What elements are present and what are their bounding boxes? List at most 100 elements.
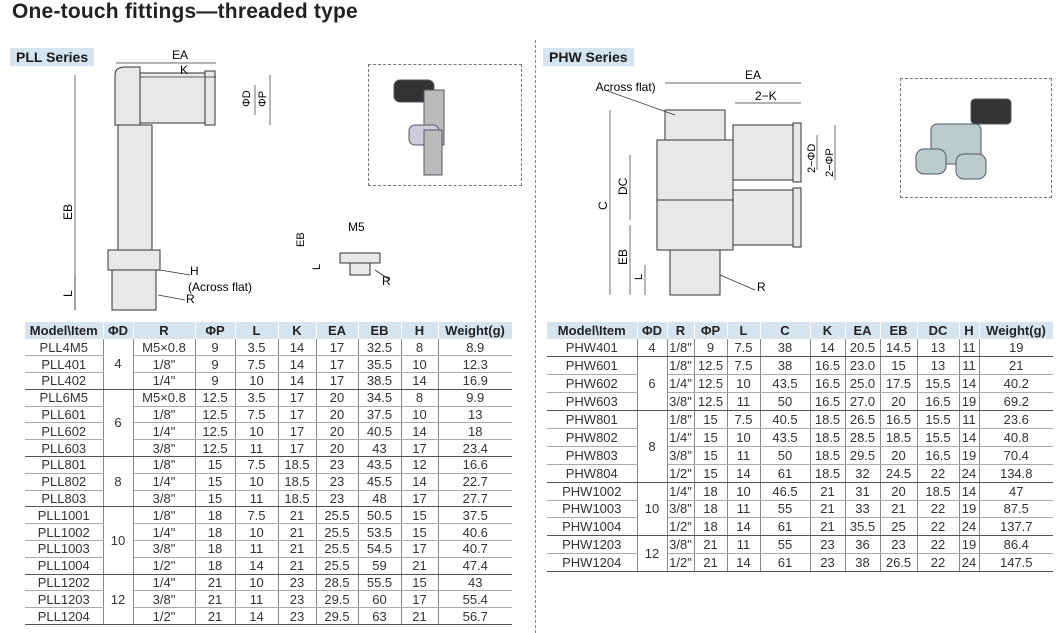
- spec-cell: 35.5: [358, 355, 402, 374]
- spec-cell: 24: [959, 464, 980, 483]
- spec-cell: 1/8": [667, 410, 695, 429]
- spec-cell: 28.5: [845, 428, 881, 447]
- spec-cell: 1/2": [133, 557, 196, 575]
- spec-cell: 54.5: [358, 540, 402, 558]
- spec-cell: 14: [959, 374, 980, 394]
- spec-cell: 10: [727, 482, 761, 501]
- model-cell: PHW804: [547, 464, 638, 483]
- spec-cell: 10: [235, 473, 279, 491]
- spec-cell: 18.5: [880, 428, 918, 447]
- spec-cell: 21: [810, 500, 846, 519]
- spec-cell: 18.5: [278, 490, 317, 508]
- dim-label-p: ΦP: [257, 91, 269, 107]
- spec-cell: 23: [880, 535, 918, 555]
- spec-cell: 13: [917, 339, 960, 358]
- spec-cell: M5×0.8: [133, 389, 196, 407]
- spec-cell: 38.5: [358, 372, 402, 390]
- spec-cell: 14: [401, 473, 439, 491]
- spec-cell: 15: [195, 473, 236, 491]
- spec-cell: 21: [278, 523, 317, 542]
- spec-cell: 10: [401, 355, 439, 374]
- column-header: EB: [358, 322, 402, 339]
- spec-cell: 17: [316, 339, 359, 357]
- spec-cell: 3/8": [133, 490, 196, 508]
- spec-cell: 19: [959, 446, 980, 465]
- spec-cell: 50: [760, 446, 811, 465]
- spec-cell: 48: [358, 490, 402, 508]
- spec-cell: 14: [235, 607, 279, 626]
- spec-cell: 20: [316, 439, 359, 458]
- spec-cell: 18: [694, 500, 728, 519]
- spec-cell: 17: [401, 590, 439, 609]
- dim-label-k: K: [180, 63, 188, 77]
- phw-dim-label-h: H(Across flat): [595, 80, 656, 94]
- spec-cell: 43.5: [358, 456, 402, 474]
- spec-cell: 19: [979, 339, 1053, 358]
- spec-cell: 1/8": [133, 456, 196, 474]
- spec-cell: 8.9: [438, 339, 512, 357]
- spec-cell: 22.7: [438, 473, 512, 491]
- spec-cell: 12.5: [195, 389, 236, 407]
- spec-cell: 19: [959, 535, 980, 555]
- model-cell: PHW601: [547, 356, 638, 376]
- m5-l-label: L: [311, 264, 323, 270]
- spec-cell: 1/2": [133, 607, 196, 626]
- spec-cell: 70.4: [979, 446, 1053, 465]
- spec-cell: 40.5: [358, 422, 402, 441]
- spec-cell: 10: [235, 574, 279, 592]
- model-cell: PLL601: [25, 406, 104, 424]
- spec-cell: 17: [401, 490, 439, 508]
- spec-cell: 22: [917, 553, 960, 573]
- model-cell: PHW802: [547, 428, 638, 447]
- spec-cell: 1/4": [667, 482, 695, 501]
- spec-cell: 55.5: [358, 574, 402, 592]
- spec-cell: 37.5: [438, 506, 512, 525]
- dim-label-r: R: [186, 292, 195, 306]
- phw-dimension-drawing: EA H(Across flat) 2−K 2−ΦD 2−ΦP C DC EB …: [595, 68, 836, 296]
- spec-cell: 12: [401, 456, 439, 474]
- spec-cell: 14: [278, 339, 317, 357]
- m5-r-label: R: [382, 274, 391, 288]
- spec-cell: 40.2: [979, 374, 1053, 394]
- spec-cell: 20: [880, 446, 918, 465]
- dim-label-eb: EB: [61, 204, 75, 220]
- model-cell: PHW1002: [547, 482, 638, 501]
- phw-dim-label-dc: DC: [616, 177, 630, 195]
- spec-cell: 13: [438, 406, 512, 424]
- page-title: One-touch fittings—threaded type: [12, 0, 358, 23]
- m5-eb-label: EB: [295, 232, 307, 247]
- spec-cell: 14: [727, 553, 761, 573]
- spec-cell: 18: [438, 422, 512, 441]
- column-header: Weight(g): [979, 322, 1054, 339]
- column-header: K: [278, 322, 317, 339]
- spec-cell: 16.5: [810, 356, 846, 376]
- spec-cell: 1/2": [667, 553, 695, 573]
- column-header: H: [401, 322, 439, 339]
- spec-cell: 1/2": [667, 464, 695, 483]
- model-cell: PHW1204: [547, 553, 638, 573]
- spec-cell: 45.5: [358, 473, 402, 491]
- spec-cell: 11: [727, 392, 761, 412]
- spec-cell: 1/8": [667, 339, 695, 358]
- model-cell: PLL602: [25, 422, 104, 441]
- spec-cell: 3/8": [133, 540, 196, 558]
- spec-cell: 60: [358, 590, 402, 609]
- spec-cell: 19: [959, 392, 980, 412]
- spec-cell: 43: [438, 574, 512, 592]
- spec-cell: 3/8": [667, 392, 695, 412]
- spec-cell: 23: [810, 535, 846, 555]
- spec-cell: 1/4": [133, 574, 196, 592]
- spec-cell: 21: [401, 557, 439, 575]
- spec-cell: 21: [694, 535, 728, 555]
- spec-cell: 25: [880, 517, 918, 537]
- phw-dim-label-r: R: [757, 280, 766, 294]
- spec-cell: 21: [694, 553, 728, 573]
- spec-cell: 16.5: [917, 446, 960, 465]
- spec-cell: 47: [979, 482, 1053, 501]
